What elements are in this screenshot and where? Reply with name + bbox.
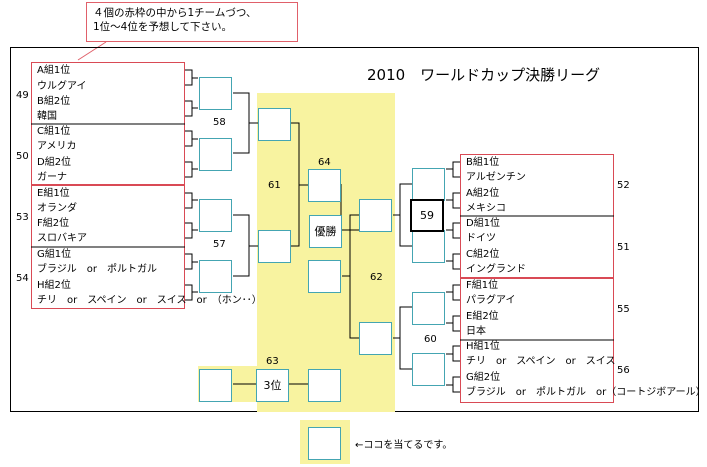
pick-box[interactable] <box>199 369 232 402</box>
pick-box[interactable] <box>412 168 445 201</box>
match-59-box[interactable]: 59 <box>410 199 444 232</box>
match-number: 58 <box>213 117 226 128</box>
team-slot: ウルグアイ <box>37 81 87 92</box>
team-slot: B組2位 <box>37 96 71 107</box>
team-slot: D組1位 <box>466 218 501 229</box>
third-label: 3位 <box>263 379 282 392</box>
team-slot: A組2位 <box>466 188 500 199</box>
final-label: 優勝 <box>314 225 337 238</box>
match-number: 54 <box>16 273 29 284</box>
callout-line-1: ４個の赤枠の中から1チームづつ、 <box>93 7 257 19</box>
match-number: 52 <box>617 180 630 191</box>
team-slot: ブラジル or ポルトガル <box>37 264 158 275</box>
match-number: 56 <box>617 365 630 376</box>
team-slot: 韓国 <box>37 111 57 122</box>
match-number: 62 <box>370 272 383 283</box>
instruction-callout: ４個の赤枠の中から1チームづつ、 1位～4位を予想して下さい。 <box>86 2 298 42</box>
pick-box[interactable] <box>199 77 232 110</box>
pick-box[interactable] <box>359 199 392 232</box>
team-slot: E組2位 <box>466 311 499 322</box>
team-slot: オランダ <box>37 203 77 214</box>
pick-box[interactable] <box>412 292 445 325</box>
pick-box[interactable] <box>308 260 341 293</box>
pick-box[interactable] <box>412 230 445 263</box>
team-slot: H組1位 <box>466 341 500 352</box>
team-slot: 日本 <box>466 326 486 337</box>
team-slot: C組2位 <box>466 249 500 260</box>
match-number: 53 <box>16 212 29 223</box>
pick-box[interactable] <box>308 369 341 402</box>
page-title: 2010 ワールドカップ決勝リーグ <box>367 66 601 84</box>
pick-box[interactable] <box>199 138 232 171</box>
pick-box[interactable] <box>359 322 392 355</box>
legend-box <box>308 427 341 460</box>
match-number: 60 <box>424 334 437 345</box>
team-slot: パラグアイ <box>466 295 516 306</box>
team-slot: D組2位 <box>37 157 72 168</box>
team-slot: ブラジル or ポルトガル or（コートジボアール） <box>466 387 706 398</box>
team-slot: A組1位 <box>37 65 71 76</box>
match-number: 61 <box>268 180 281 191</box>
team-slot: ドイツ <box>466 233 496 244</box>
team-slot: G組2位 <box>466 372 501 383</box>
third-place-box[interactable]: 3位 <box>256 369 289 402</box>
match-number: 51 <box>617 242 630 253</box>
legend-text: ←ココを当てるです。 <box>355 440 453 451</box>
team-slot: スロバキア <box>37 233 87 244</box>
team-slot: アメリカ <box>37 141 77 152</box>
pick-box[interactable] <box>308 169 341 202</box>
team-slot: H組2位 <box>37 280 71 291</box>
callout-line-2: 1位～4位を予想して下さい。 <box>93 21 233 33</box>
team-slot: ガーナ <box>37 172 67 183</box>
team-slot: E組1位 <box>37 188 70 199</box>
pick-box[interactable] <box>199 260 232 293</box>
pick-box[interactable] <box>412 353 445 386</box>
team-slot: チリ or スペイン or スイス or （ホン･･） <box>37 295 262 306</box>
match-number: 59 <box>420 209 434 222</box>
match-number: 64 <box>318 157 331 168</box>
team-slot: G組1位 <box>37 249 72 260</box>
match-number: 49 <box>16 90 29 101</box>
match-number: 55 <box>617 304 630 315</box>
team-slot: B組1位 <box>466 157 500 168</box>
pick-box[interactable] <box>258 230 291 263</box>
team-slot: F組1位 <box>466 280 499 291</box>
team-slot: チリ or スペイン or スイス <box>466 356 616 367</box>
match-number: 50 <box>16 151 29 162</box>
team-slot: メキシコ <box>466 203 506 214</box>
team-slot: C組1位 <box>37 126 71 137</box>
match-number: 63 <box>266 356 279 367</box>
final-box[interactable]: 優勝 <box>309 215 342 248</box>
pick-box[interactable] <box>258 108 291 141</box>
team-slot: F組2位 <box>37 218 70 229</box>
match-number: 57 <box>213 239 226 250</box>
team-slot: イングランド <box>466 264 526 275</box>
pick-box[interactable] <box>199 199 232 232</box>
team-slot: アルゼンチン <box>466 172 526 183</box>
